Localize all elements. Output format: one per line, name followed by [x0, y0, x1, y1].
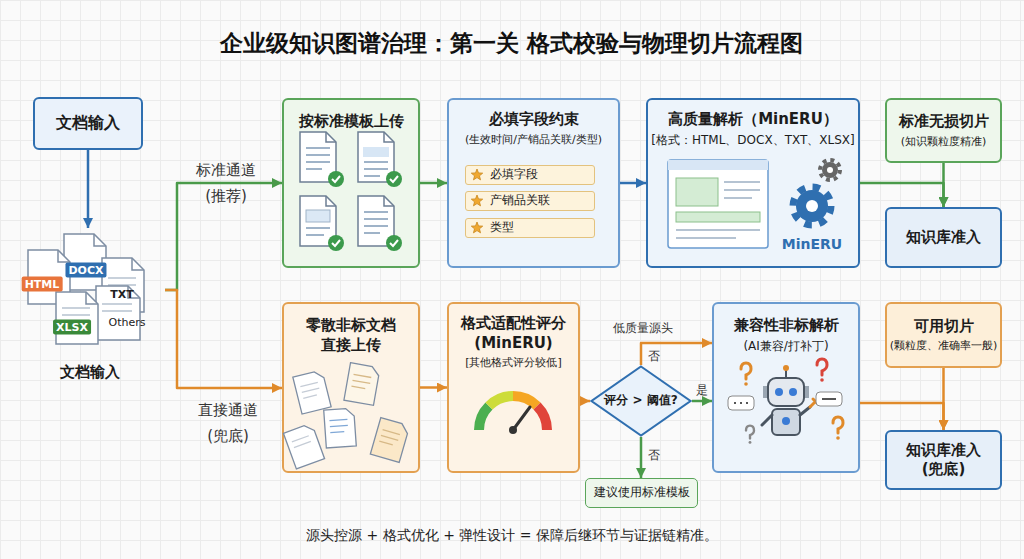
file-icon [58, 250, 70, 262]
advice-box: 建议使用标准模板 [585, 478, 698, 508]
file-icon [132, 258, 144, 270]
flow-arrow [87, 150, 90, 228]
engine-name: MinERU [782, 236, 842, 252]
node-subtitle: (AI兼容/打补丁) [743, 339, 828, 355]
file-icon [108, 278, 136, 285]
node-title: 建议使用标准模板 [594, 485, 690, 501]
node-title: 高质量解析（MinERU） [668, 110, 838, 130]
flow-arrow [420, 182, 447, 185]
flow-arrow [942, 368, 945, 430]
node-title: 文档输入 [60, 363, 120, 383]
file-icon-group: 文档输入 [15, 228, 165, 384]
input-box: 文档输入 [33, 97, 143, 150]
file-icon [102, 258, 144, 312]
node-subtitle: (知识颗粒度精准) [901, 135, 987, 149]
process-box: 零散非标文档 直接上传 [282, 302, 420, 473]
edge-label: 否 [648, 448, 660, 462]
edge-label: 是 [696, 383, 708, 397]
terminal-box: 知识库准入 (兜底) [885, 430, 1002, 490]
edge-label: 标准通道 (推荐) [193, 157, 259, 209]
branch-note: 低质量源头 [613, 320, 673, 337]
flow-arrow [860, 183, 944, 207]
node-title: 评分 > 阈值? [604, 393, 677, 409]
file-icon [94, 234, 106, 246]
flow-arrow [620, 182, 646, 185]
diagram-caption: 源头控源 + 格式优化 + 弹性设计 = 保障后继环节与证据链精准。 [0, 527, 1024, 545]
field-tag: 必填字段 [465, 165, 595, 185]
node-title: 零散非标文档 直接上传 [301, 316, 401, 355]
file-icon [96, 286, 140, 340]
flow-arrow [860, 403, 944, 430]
process-box: 按标准模板上传 [282, 98, 420, 268]
file-icon [62, 308, 90, 315]
diagram-title: 企业级知识图谱治理：第一关 格式校验与物理切片流程图 [0, 28, 1024, 59]
process-box: 兼容性非标解析 (AI兼容/打补丁) [712, 302, 860, 473]
diamond-outline [592, 367, 691, 436]
node-title: 标准无损切片 [899, 112, 989, 132]
file-type-tag: TXT [110, 288, 134, 301]
node-title: 文档输入 [56, 113, 120, 134]
node-subtitle: [其他格式评分较低] [465, 356, 562, 370]
node-title: 格式适配性评分 (MinERU) [458, 314, 570, 353]
decision-diamond: 评分 > 阈值? [590, 365, 692, 437]
flow-arrow [420, 386, 447, 389]
node-title: 必填字段约束 [489, 110, 579, 130]
flow-arrow [942, 163, 945, 207]
edge-label: 直接通道 (兜底) [195, 397, 261, 449]
node-subtitle: [格式：HTML、DOCX、TXT、XLSX] [651, 133, 854, 149]
output-box: 标准无损切片 (知识颗粒度精准) [885, 98, 1002, 163]
flow-arrow [640, 437, 643, 478]
process-box: 格式适配性评分 (MinERU) [其他格式评分较低] [447, 302, 580, 473]
file-type-tag: XLSX [53, 320, 91, 335]
file-icon [102, 304, 132, 311]
node-title: 按标准模板上传 [299, 112, 404, 132]
field-tag: 类型 [465, 218, 595, 238]
flow-arrow [692, 400, 712, 403]
node-title: 类型 [490, 220, 514, 236]
flow-arrow [641, 343, 712, 365]
node-title: 知识库准入 [906, 228, 981, 248]
file-type-tag: Others [109, 316, 146, 329]
node-subtitle: (生效时间/产销品关联/类型) [465, 133, 602, 147]
flow-arrow [165, 290, 282, 388]
flow-arrow [580, 400, 590, 403]
terminal-box: 知识库准入 [885, 207, 1002, 268]
node-title: 兼容性非标解析 [734, 316, 839, 336]
node-title: 产销品关联 [490, 193, 550, 209]
field-tag: 产销品关联 [465, 191, 595, 211]
process-box: 必填字段约束 (生效时间/产销品关联/类型) 必填字段产销品关联类型 [447, 98, 620, 268]
file-type-tag: HTML [22, 277, 63, 292]
file-icon [86, 292, 98, 304]
node-title: 知识库准入 (兜底) [904, 441, 984, 480]
edge-label: 否 [648, 349, 660, 363]
output-box: 可用切片 (颗粒度、准确率一般) [885, 302, 1002, 368]
node-title: 必填字段 [490, 167, 538, 183]
node-subtitle: (颗粒度、准确率一般) [890, 339, 998, 353]
node-title: 可用切片 [914, 317, 974, 337]
file-type-tag: DOCX [65, 263, 106, 278]
file-icon [56, 292, 98, 344]
file-icon [64, 234, 106, 290]
